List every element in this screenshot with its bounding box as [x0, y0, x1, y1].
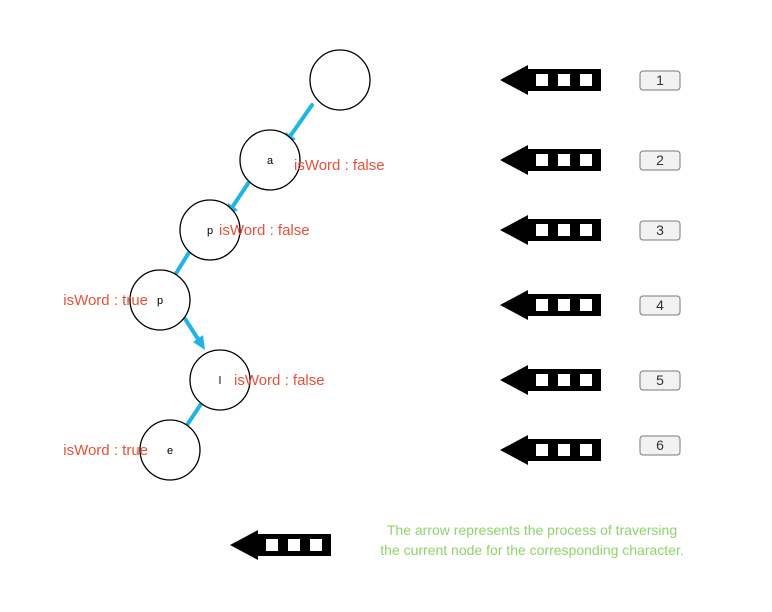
traverse-arrow-icon: [500, 365, 601, 395]
trie-node-a: a isWord : false: [239, 129, 385, 191]
isword-label: isWord : true: [63, 292, 148, 309]
node-char: p: [207, 225, 213, 237]
isword-label: isWord : false: [294, 157, 385, 174]
step-badge: 1: [639, 70, 681, 91]
step-number: 4: [656, 297, 664, 313]
trie-node-p2: p isWord : true: [63, 269, 191, 331]
step-row-5: 5: [500, 365, 681, 395]
trie-node-p1: p isWord : false: [179, 199, 310, 261]
trie-node-l: l isWord : false: [189, 349, 325, 411]
step-number: 6: [656, 437, 664, 453]
legend-line-2: the current node for the corresponding c…: [380, 542, 684, 558]
trie-node-e: e isWord : true: [63, 419, 201, 481]
traverse-arrow-icon: [500, 435, 601, 465]
step-number: 3: [656, 222, 664, 238]
legend-line-1: The arrow represents the process of trav…: [387, 522, 677, 538]
step-number: 1: [656, 72, 664, 88]
legend: The arrow represents the process of trav…: [230, 522, 684, 560]
traverse-arrow-icon: [500, 145, 601, 175]
isword-label: isWord : true: [63, 442, 148, 459]
node-char: a: [267, 155, 274, 167]
step-number: 2: [656, 152, 664, 168]
step-row-1: 1: [500, 65, 681, 95]
isword-label: isWord : false: [234, 372, 325, 389]
step-badge: 3: [639, 220, 681, 241]
step-row-4: 4: [500, 290, 681, 320]
traverse-arrow-icon: [500, 290, 601, 320]
traverse-arrow-icon: [500, 215, 601, 245]
step-badge: 6: [639, 435, 681, 456]
legend-arrow-icon: [230, 530, 331, 560]
step-row-3: 3: [500, 215, 681, 245]
step-number: 5: [656, 372, 664, 388]
node-char: l: [219, 375, 221, 387]
step-badge: 2: [639, 150, 681, 171]
trie-node-root: [309, 49, 371, 111]
traverse-arrow-icon: [500, 65, 601, 95]
step-row-2: 2: [500, 145, 681, 175]
step-badge: 5: [639, 370, 681, 391]
isword-label: isWord : false: [219, 222, 310, 239]
trie-nodes: a isWord : false p isWord : false p isWo…: [63, 49, 385, 481]
step-badge: 4: [639, 295, 681, 316]
step-column: 1 2 3: [500, 65, 681, 465]
node-char: p: [157, 295, 163, 307]
node-char: e: [167, 445, 173, 457]
step-row-6: 6: [500, 435, 681, 465]
